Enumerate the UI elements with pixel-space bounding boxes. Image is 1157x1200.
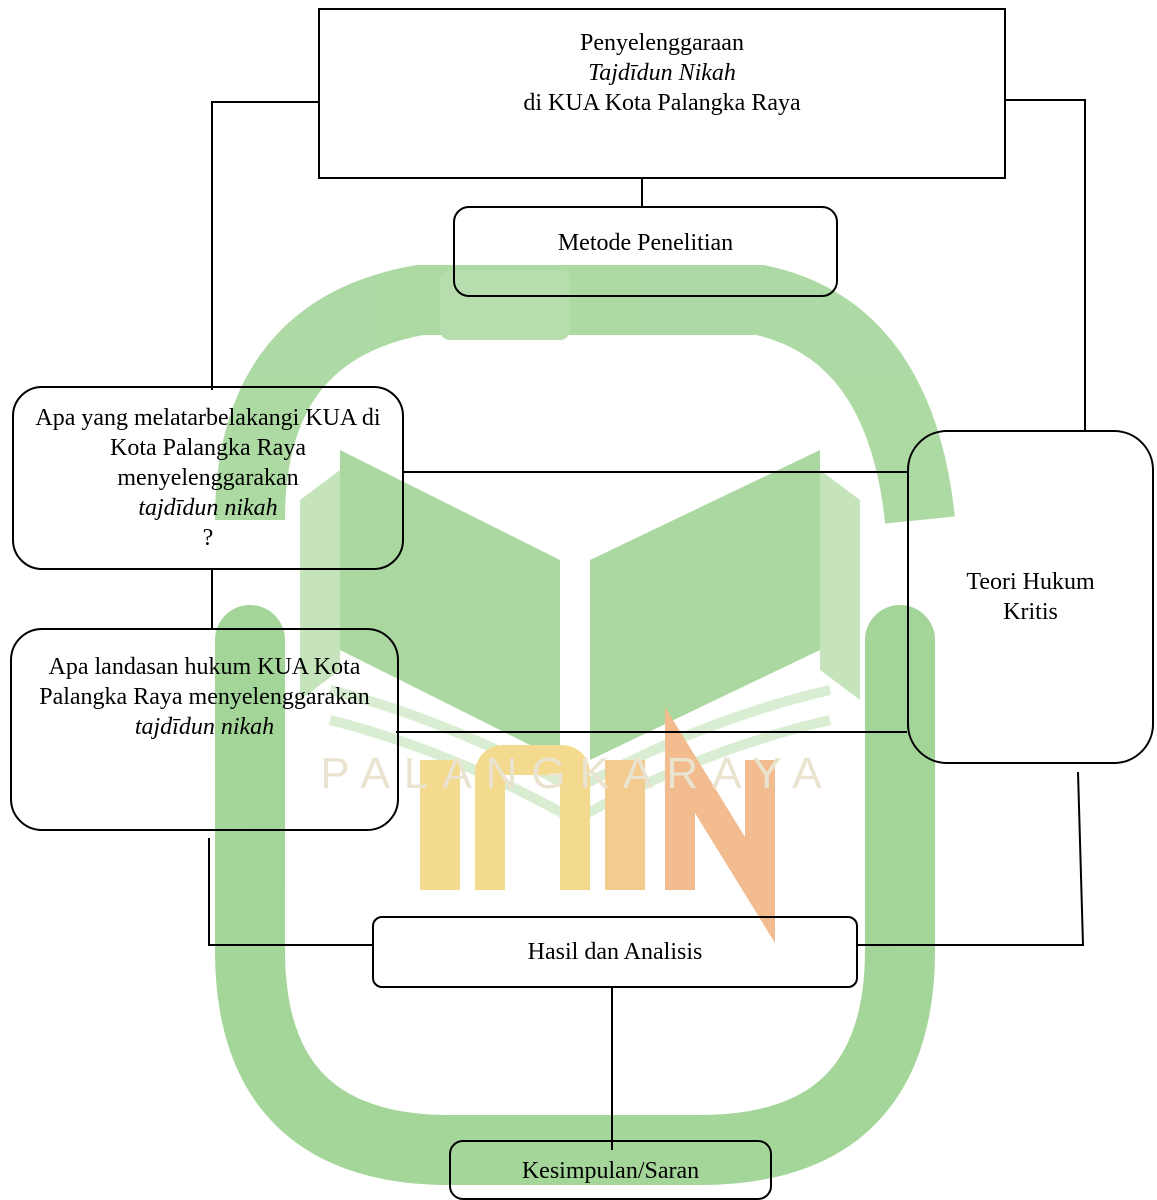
method-box: Metode Penelitian	[453, 206, 838, 297]
watermark-shield	[215, 605, 935, 1185]
theory-box: Teori Hukum Kritis	[907, 430, 1154, 764]
title-box-text: Penyelenggaraan Tajdīdun Nikah di KUA Ko…	[523, 30, 801, 116]
question-1-text: Apa yang melatarbelakangi KUA di Kota Pa…	[35, 405, 381, 551]
connector-q2-results	[208, 838, 372, 946]
connector-title-left	[211, 101, 318, 390]
question-2-box: Apa landasan hukum KUA Kota Palangka Ray…	[10, 628, 399, 831]
watermark-letters	[420, 707, 775, 943]
result-box: Hasil dan Analisis	[372, 916, 858, 988]
title-box: Penyelenggaraan Tajdīdun Nikah di KUA Ko…	[318, 8, 1006, 179]
watermark-book-left	[340, 450, 560, 760]
connector-theory-results	[858, 771, 1085, 946]
question-2-text: Apa landasan hukum KUA Kota Palangka Ray…	[39, 654, 370, 740]
result-box-text: Hasil dan Analisis	[527, 939, 703, 965]
conclusion-box: Kesimpulan/Saran	[449, 1140, 772, 1200]
question-1-box: Apa yang melatarbelakangi KUA di Kota Pa…	[12, 386, 404, 570]
watermark-arch	[215, 265, 955, 524]
watermark-text: PALANGKARAYA	[320, 749, 835, 798]
connector-title-right	[1006, 99, 1086, 432]
method-box-text: Metode Penelitian	[557, 230, 734, 256]
watermark-finial	[440, 270, 570, 340]
watermark-book-right	[590, 450, 820, 760]
theory-box-text: Teori Hukum Kritis	[966, 569, 1095, 625]
conclusion-box-text: Kesimpulan/Saran	[521, 1158, 700, 1184]
